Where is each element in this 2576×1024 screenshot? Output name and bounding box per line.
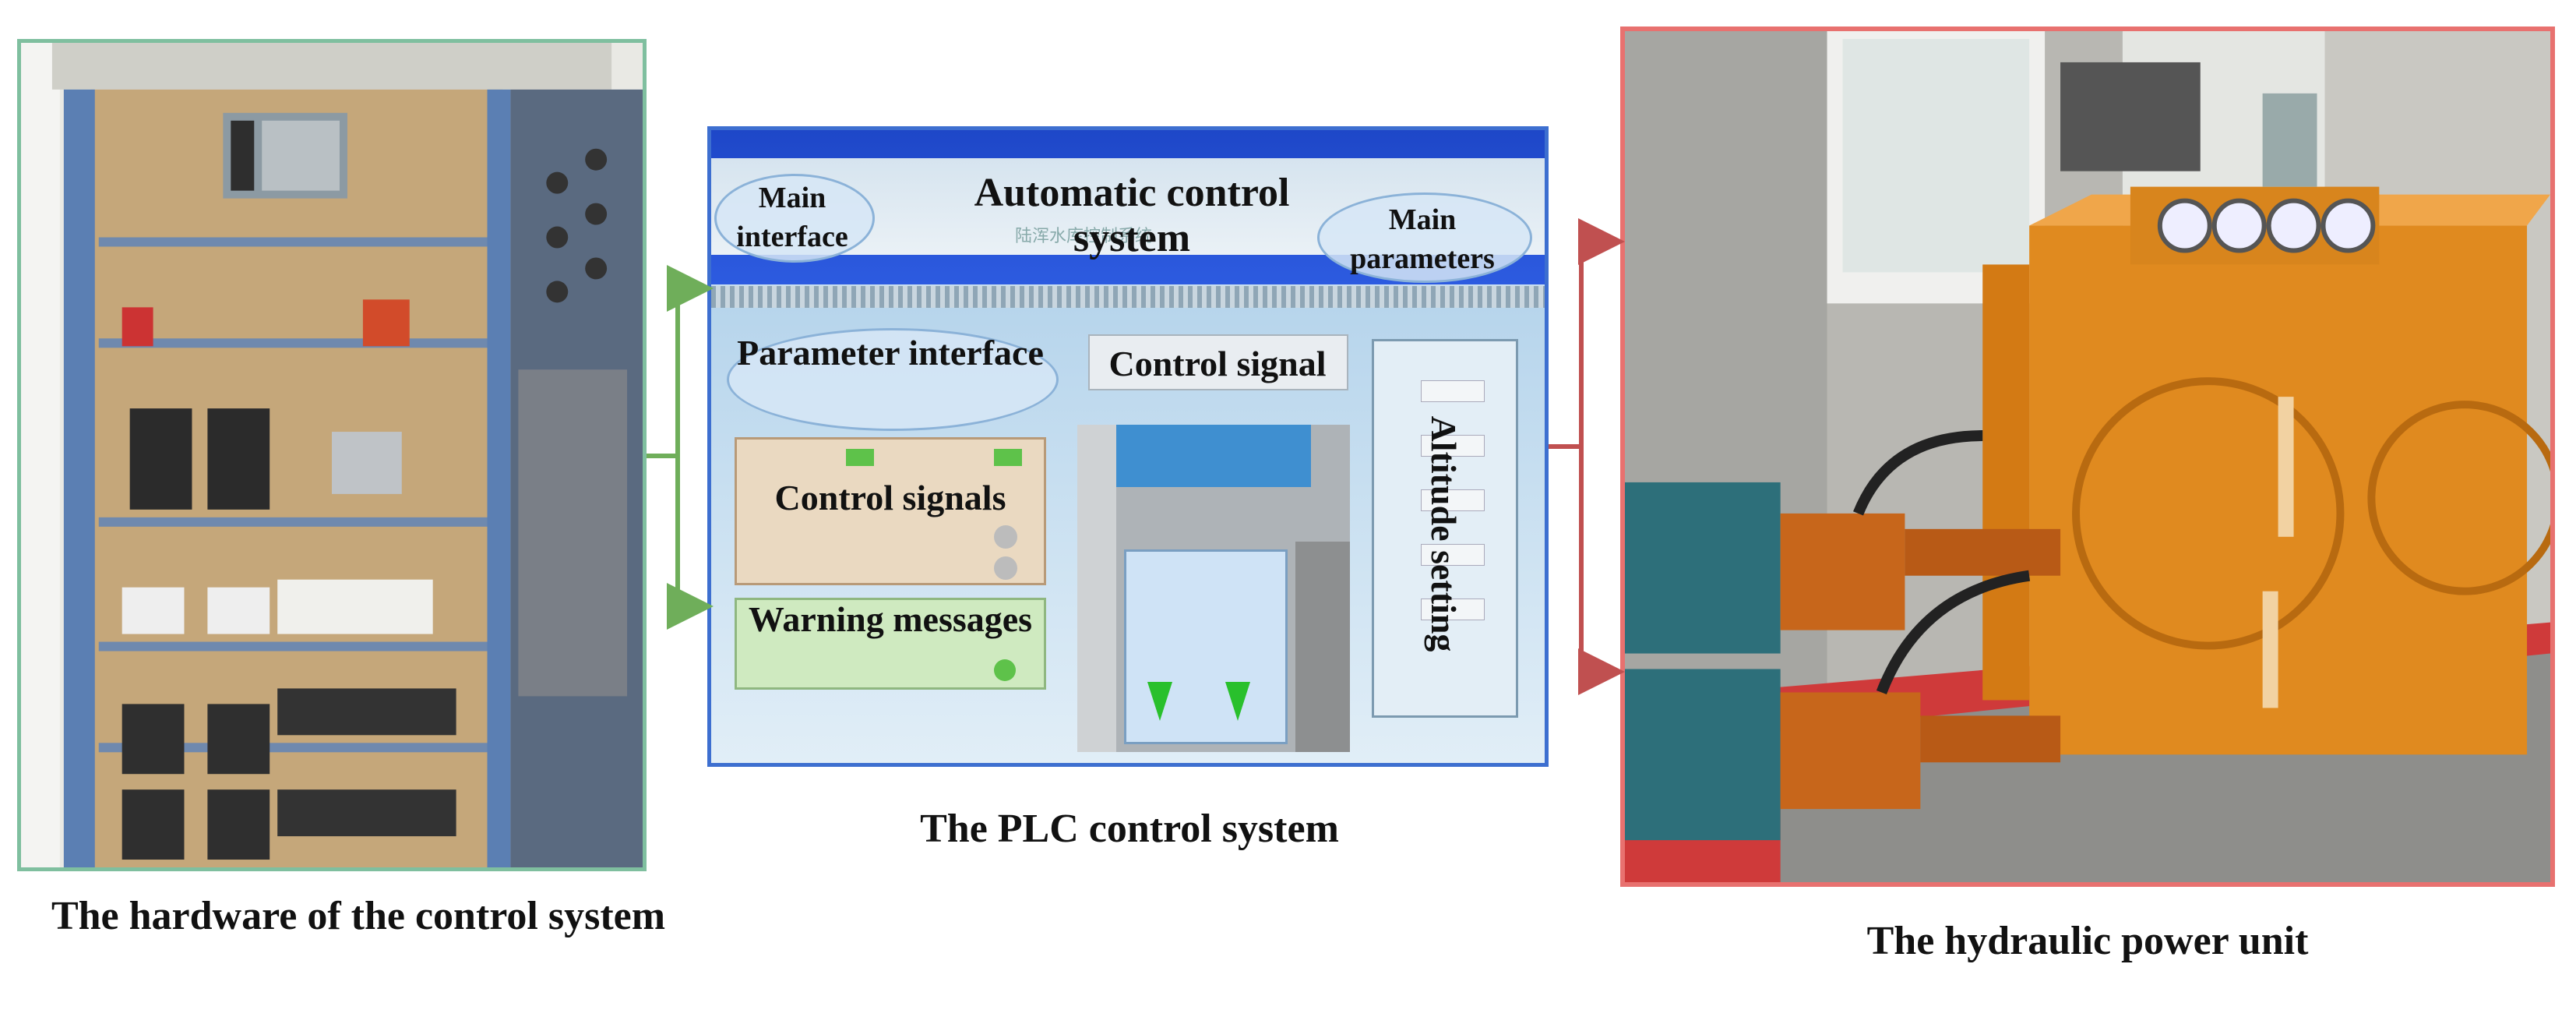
hydraulic-caption: The hydraulic power unit — [1866, 919, 2309, 963]
down-arrow-icon — [1225, 682, 1250, 721]
main-interface-label: Main interface — [736, 182, 848, 253]
parameter-interface-label: Parameter interface — [737, 333, 1044, 373]
plc-title: Automatic control system — [974, 171, 1290, 260]
red-connector — [1549, 218, 1625, 695]
altitude-input[interactable] — [1421, 435, 1485, 457]
altitude-input[interactable] — [1421, 544, 1485, 566]
altitude-setting-panel — [1372, 339, 1518, 718]
control-signal-box — [1088, 334, 1348, 390]
main-parameters-label: Main parameters — [1350, 203, 1495, 275]
warning-messages-panel — [735, 598, 1046, 690]
plc-title-cn: 陆浑水库控制系统 — [1015, 227, 1153, 246]
warning-messages-label: Warning messages — [748, 599, 1033, 639]
main-parameters-button[interactable] — [1317, 192, 1532, 283]
signal-indicator-green — [846, 449, 874, 466]
gate-pillar-left — [1077, 425, 1116, 752]
gate-pillar-right — [1295, 542, 1350, 752]
signal-indicator-off — [994, 556, 1017, 580]
control-signals-label: Control signals — [774, 478, 1006, 517]
altitude-input[interactable] — [1421, 380, 1485, 402]
warning-indicator — [994, 659, 1016, 681]
parameter-interface-button[interactable] — [727, 328, 1059, 431]
water-surface — [1116, 425, 1311, 487]
plc-screen: 陆浑水库控制系统 Main interface Automatic contro… — [707, 126, 1549, 767]
control-signal-label: Control signal — [1108, 344, 1327, 383]
hydraulic-photo — [1620, 26, 2555, 887]
main-interface-button[interactable] — [714, 174, 875, 263]
plc-divider — [711, 286, 1545, 308]
hardware-photo — [17, 39, 647, 871]
hydraulic-illustration — [1625, 31, 2550, 882]
altitude-input[interactable] — [1421, 489, 1485, 511]
hardware-caption: The hardware of the control system — [51, 894, 666, 938]
down-arrow-icon — [1147, 682, 1172, 721]
cabinet-illustration — [21, 43, 643, 867]
green-connector — [647, 265, 714, 630]
altitude-input[interactable] — [1421, 599, 1485, 620]
control-signals-panel — [735, 437, 1046, 585]
signal-indicator-off — [994, 525, 1017, 549]
altitude-setting-label: Altitude setting — [1424, 415, 1464, 652]
plc-caption: The PLC control system — [920, 807, 1339, 851]
signal-indicator-green — [994, 449, 1022, 466]
gate-frame — [1077, 425, 1350, 752]
